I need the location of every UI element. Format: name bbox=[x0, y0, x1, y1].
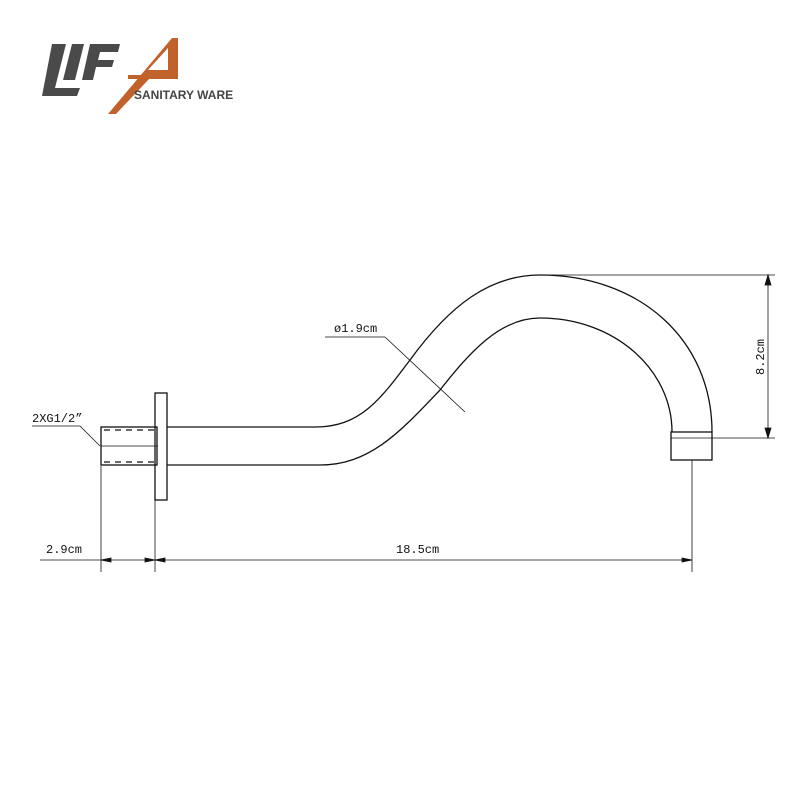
height-label: 8.2cm bbox=[754, 339, 768, 375]
dimension-lines bbox=[32, 273, 775, 572]
pipe-inner bbox=[167, 317, 673, 466]
thread-length-label: 2.9cm bbox=[46, 543, 82, 557]
logo-tagline: SANITARY WARE bbox=[134, 88, 234, 102]
thread-label: 2XG1/2” bbox=[32, 412, 82, 426]
pipe-outer bbox=[167, 274, 713, 433]
shower-arm bbox=[100, 274, 713, 501]
flange bbox=[154, 392, 168, 501]
diameter-label: ø1.9cm bbox=[334, 322, 377, 336]
arm-length-label: 18.5cm bbox=[396, 543, 439, 557]
logo-mark bbox=[42, 38, 178, 114]
outlet-nut bbox=[670, 431, 713, 461]
